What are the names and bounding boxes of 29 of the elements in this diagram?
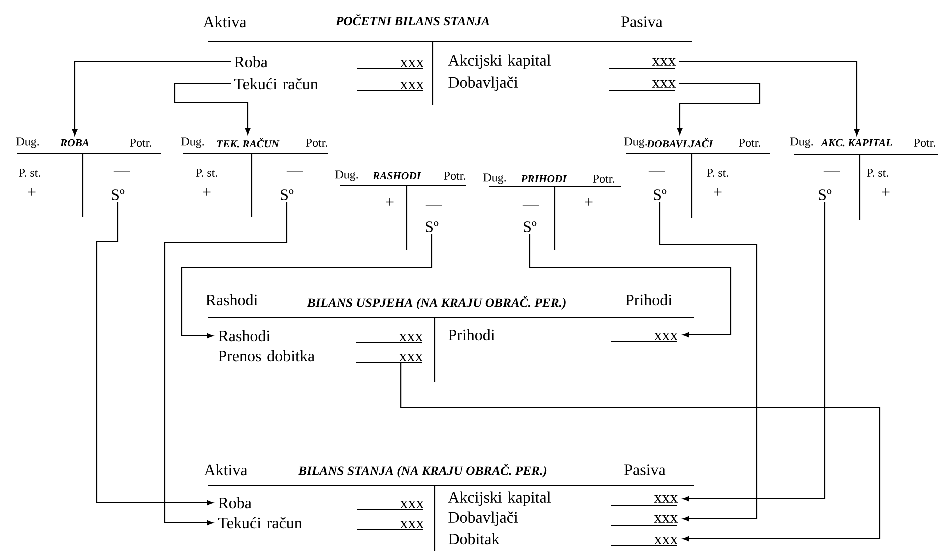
- arrow: [683, 202, 826, 502]
- account-row: Dobavljači xxx: [448, 76, 676, 92]
- arrow: [72, 61, 231, 136]
- balance-label: Sº: [426, 222, 439, 232]
- balance-label: Sº: [112, 190, 125, 200]
- balance-label: Sº: [281, 190, 294, 200]
- arrow: [96, 202, 214, 506]
- arrow: [677, 83, 761, 135]
- balance-label: Sº: [654, 190, 667, 200]
- account-row: Rashodi xxx: [218, 330, 423, 344]
- account-row: Roba xxx: [234, 56, 424, 70]
- account-row: Tekući račun xxx: [218, 517, 424, 531]
- arrow: [659, 202, 758, 522]
- arrow: [174, 83, 251, 135]
- account-row: Dobitak xxx: [448, 533, 678, 547]
- account-row: Dobavljači xxx: [448, 512, 678, 527]
- arrow: [400, 364, 881, 542]
- arrow: [679, 61, 860, 136]
- arrow: [181, 234, 433, 339]
- arrow: [164, 202, 288, 526]
- account-row: Akcijski kapital xxx: [448, 54, 676, 70]
- balance-label: Sº: [524, 222, 537, 232]
- account-row: Prenos dobitka xxx: [218, 350, 423, 364]
- balance-label: Sº: [819, 190, 832, 200]
- account-row: Prihodi xxx: [448, 329, 678, 343]
- account-row: Roba xxx: [218, 497, 424, 511]
- arrow: [529, 234, 732, 338]
- account-row: Tekući račun xxx: [234, 78, 424, 92]
- account-row: Akcijski kapital xxx: [448, 492, 678, 507]
